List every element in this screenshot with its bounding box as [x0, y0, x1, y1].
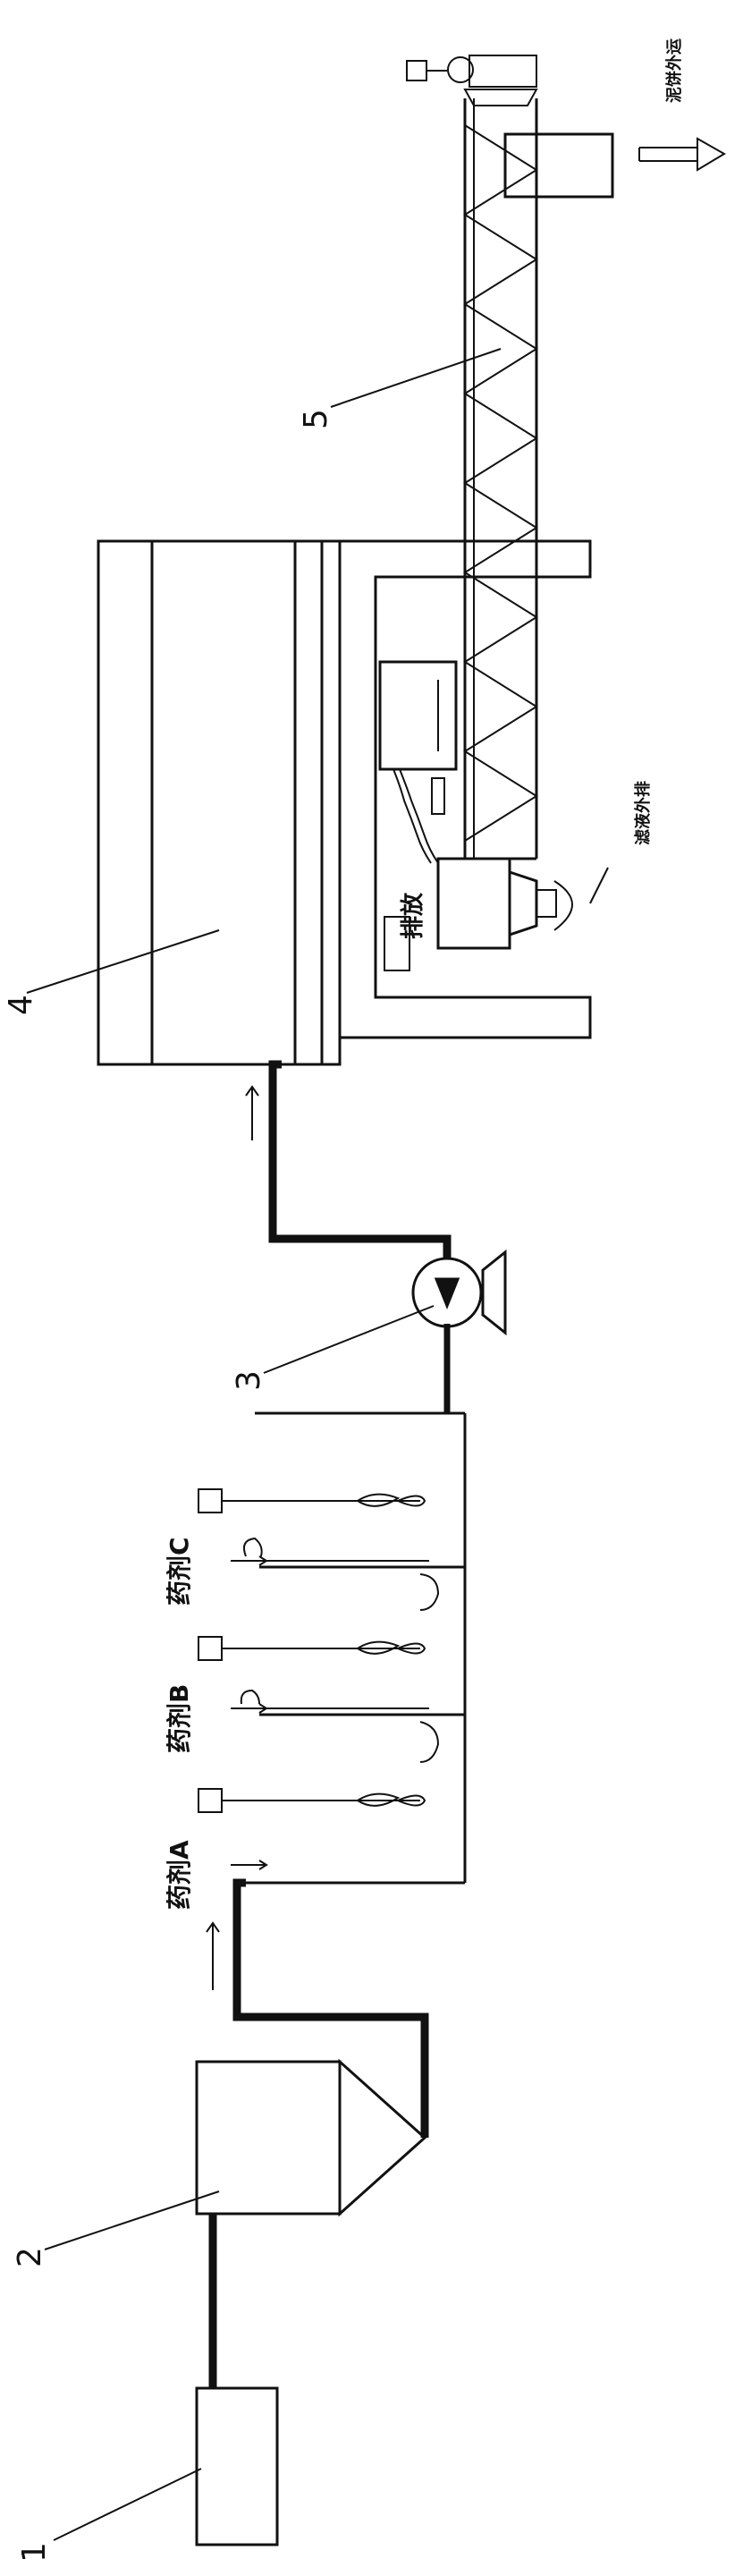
overflow-hook-2: [419, 1573, 440, 1611]
filtrate-leader: [589, 867, 609, 904]
label-3: 3: [231, 1370, 267, 1391]
cake-outlet-arrow: [638, 137, 726, 172]
reagent-b-label: 药剂B: [165, 1684, 194, 1753]
label-5: 5: [298, 409, 334, 429]
label-1: 1: [16, 2542, 53, 2563]
leader-3: [263, 1305, 435, 1374]
label-2: 2: [12, 2247, 48, 2267]
mixer-c: [198, 1488, 426, 1513]
filtrate-tray: [340, 539, 592, 1039]
reagent-a-arrow: [231, 1860, 268, 1870]
filtrate-outlet-label: 滤液外排: [633, 781, 653, 845]
mixer-a: [198, 1788, 426, 1813]
reaction-tank-group: [246, 1411, 467, 1885]
label-4: 4: [3, 995, 39, 1015]
reagent-c-label: 药剂C: [165, 1537, 194, 1606]
pump: [411, 1249, 507, 1336]
mixer-b: [198, 1636, 426, 1661]
reagent-a-label: 药剂A: [165, 1840, 194, 1910]
screw-conveyor: [463, 98, 538, 860]
conveyor-drive: [406, 55, 538, 106]
filtrate-outflow-arc: [553, 880, 573, 931]
hose: [399, 768, 439, 864]
discharge-label: 排放: [399, 892, 426, 939]
pipe-pump-to-press: [268, 1060, 452, 1258]
leader-2: [44, 2190, 220, 2250]
feed-tank: [195, 2386, 279, 2546]
reagent-b-arrow: [231, 1689, 268, 1714]
leader-1: [53, 2468, 202, 2541]
leader-4: [26, 929, 220, 994]
hopper-unit: [195, 2058, 427, 2217]
reagent-c-arrow: [231, 1537, 268, 1566]
pipe-hopper-to-tanks: [232, 1878, 429, 2138]
cake-outlet-label: 泥饼外运: [664, 38, 684, 103]
cake-chute: [378, 660, 458, 815]
flow-arrow-1: [206, 1921, 220, 1990]
filter-press: [97, 539, 342, 1066]
leader-5: [330, 348, 502, 408]
overflow-hook-1: [419, 1721, 440, 1763]
hose-2: [393, 768, 432, 864]
flow-arrow-2: [245, 1085, 259, 1140]
cake-hopper: [503, 132, 614, 199]
